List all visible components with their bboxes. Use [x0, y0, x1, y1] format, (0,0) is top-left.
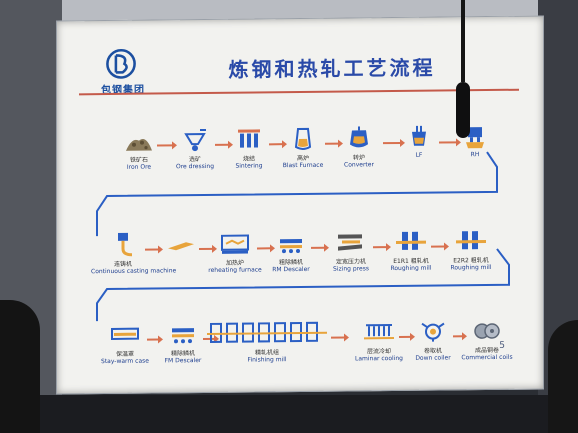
step-continuous-casting: 连铸机 Continuous casting machine: [91, 232, 177, 276]
step-e1r1-roughing-mill: E1R1 粗轧机 Roughing mill: [379, 230, 443, 273]
blast-furnace-icon: [294, 127, 312, 150]
step-label-en: RM Descaler: [272, 265, 310, 274]
step-label-en: Converter: [344, 161, 374, 169]
microphone-stand: [461, 0, 465, 82]
reheating-furnace-icon: [221, 234, 249, 254]
page-number: 5: [499, 340, 505, 351]
step-label-en: Iron Ore: [126, 163, 152, 171]
flow-arrow: [331, 336, 345, 339]
step-rm-descaler: 粗除鳞机 RM Descaler: [259, 231, 323, 274]
down-coiler-icon: [421, 322, 445, 342]
stay-warm-case-icon: [111, 327, 139, 340]
step-label-en: Continuous casting machine: [91, 267, 177, 276]
finishing-mill-icon: [207, 321, 327, 343]
step-commercial-coils: 成品钢卷 Commercial coils: [455, 319, 519, 362]
company-logo: 包钢集团: [91, 47, 151, 100]
step-label-en: Stay-warm case: [101, 357, 149, 366]
audience-silhouette-right: [548, 320, 578, 433]
step-blast-furnace: 高炉 Blast Furnace: [271, 127, 335, 170]
step-rh: RH: [443, 125, 507, 159]
slab-icon: [168, 242, 194, 251]
continuous-caster-icon: [118, 232, 133, 257]
sizing-press-icon: [338, 234, 362, 251]
laminar-cooling-icon: [364, 324, 394, 340]
step-label-en: FM Descaler: [164, 357, 202, 365]
step-sintering: 烧结 Sintering: [217, 127, 281, 170]
step-label-en: Commercial coils: [461, 353, 513, 362]
step-stay-warm-case: 保温罩 Stay-warm case: [93, 322, 157, 365]
step-sizing-press: 定宽压力机 Sizing press: [319, 230, 383, 273]
step-label-en: Roughing mill: [450, 263, 492, 272]
room-floor: [0, 395, 578, 433]
step-reheating-furnace: 加热炉 reheating furnace: [203, 231, 267, 274]
sintering-icon: [238, 129, 260, 148]
step-label-en: RH: [470, 151, 480, 159]
step-iron-ore: 铁矿石 Iron Ore: [107, 128, 171, 171]
step-label-en: LF: [415, 151, 423, 159]
step-label-en: reheating furnace: [208, 266, 262, 274]
ore-dressing-icon: [184, 128, 206, 152]
step-lf: LF: [387, 125, 451, 159]
step-label-en: Sizing press: [333, 265, 369, 273]
microphone-head: [456, 82, 470, 138]
step-label-en: Roughing mill: [390, 264, 432, 273]
microphone: [456, 0, 470, 140]
step-ore-dressing: 选矿 Ore dressing: [163, 128, 227, 171]
step-slab: [149, 232, 213, 259]
roughing-mill-2-icon: [456, 231, 486, 250]
ore-pile-icon: [126, 139, 152, 151]
rh-degasser-icon: [466, 127, 484, 149]
descaler-icon: [280, 238, 302, 254]
step-down-coiler: 卷取机 Down coiler: [401, 319, 465, 362]
step-label-en: Finishing mill: [247, 356, 287, 364]
row1-to-row2-connector: [96, 151, 498, 237]
fm-descaler-icon: [172, 328, 194, 344]
logo-emblem-icon: [106, 48, 136, 79]
row2-to-row3-connector: [96, 248, 510, 322]
flow-connector-lines: [96, 151, 510, 322]
commercial-coils-icon: [474, 323, 500, 339]
step-converter: 转炉 Converter: [327, 126, 391, 169]
ladle-furnace-icon: [412, 125, 426, 146]
converter-icon: [350, 126, 368, 148]
audience-silhouette-left: [0, 300, 40, 433]
step-laminar-cooling: 层流冷却 Laminar cooling: [347, 320, 411, 363]
roughing-mill-icon: [396, 231, 426, 250]
step-finishing-mill: 精轧机组 Finishing mill: [207, 321, 327, 364]
step-e2r2-roughing-mill: E2R2 粗轧机 Roughing mill: [439, 229, 503, 272]
step-fm-descaler: 精除鳞机 FM Descaler: [151, 322, 215, 365]
step-label-en: Blast Furnace: [282, 161, 324, 170]
projector-screen: 包钢集团 炼钢和热轧工艺流程 铁矿石 Iron Ore 选矿 Ore dress…: [56, 15, 544, 395]
